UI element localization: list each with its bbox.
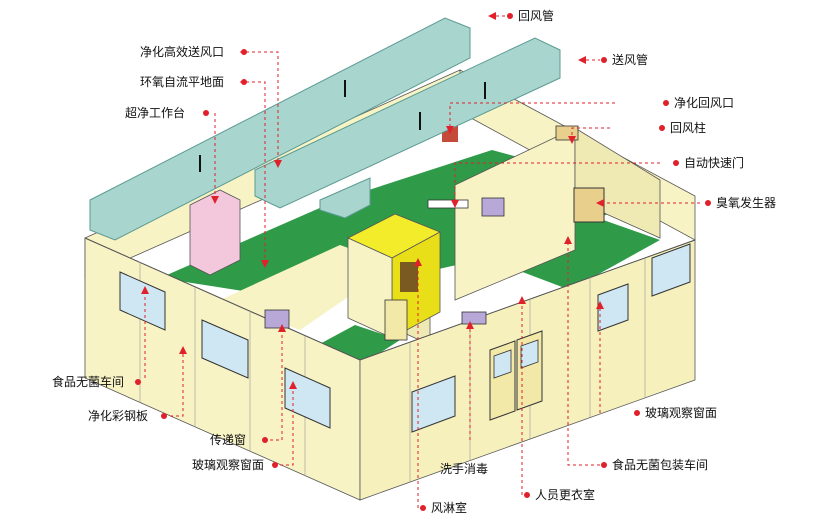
pass-box-2 bbox=[481, 197, 505, 217]
air-shower-panel bbox=[400, 262, 418, 292]
label-ozone-generator: 臭氧发生器 bbox=[716, 196, 777, 210]
label-hand-wash-disinfect: 洗手消毒 bbox=[440, 462, 489, 476]
ozone-generator-box bbox=[573, 187, 605, 223]
label-glass-window-left: 玻璃观察窗面 bbox=[192, 458, 265, 472]
label-hepa-supply-outlet: 净化高效送风口 bbox=[140, 45, 225, 59]
window-right-2 bbox=[597, 283, 629, 332]
leader-lines bbox=[144, 15, 700, 508]
auto-fast-door-bar bbox=[427, 199, 469, 209]
window-right-1 bbox=[411, 375, 456, 433]
return-duct bbox=[89, 17, 471, 241]
window-right-3 bbox=[651, 243, 691, 297]
clean-bench bbox=[189, 189, 241, 276]
label-clean-color-steel-panel: 净化彩钢板 bbox=[88, 409, 149, 423]
label-glass-window-right: 玻璃观察窗面 bbox=[645, 406, 718, 420]
duct-flanges bbox=[199, 80, 486, 172]
window-left-2 bbox=[201, 319, 249, 379]
door-window-l bbox=[493, 349, 512, 379]
interior-wall-right bbox=[574, 127, 661, 239]
interior-door bbox=[384, 299, 408, 341]
label-food-aseptic-workshop: 食品无菌车间 bbox=[52, 375, 125, 389]
hand-wash-sink bbox=[461, 311, 487, 325]
leader-arrows bbox=[141, 12, 604, 389]
interior-wall-mid bbox=[454, 127, 576, 301]
wall-top-edge bbox=[84, 237, 696, 361]
supply-branch bbox=[319, 177, 371, 219]
window-left-3 bbox=[284, 367, 331, 429]
supply-duct bbox=[254, 37, 561, 209]
label-epoxy-floor: 环氧自流平地面 bbox=[140, 75, 225, 89]
label-clean-bench: 超净工作台 bbox=[125, 106, 186, 120]
label-return-air-outlet: 净化回风口 bbox=[674, 96, 735, 110]
label-return-air-duct: 回风管 bbox=[518, 9, 555, 23]
window-left-1 bbox=[119, 271, 166, 331]
label-auto-fast-door: 自动快速门 bbox=[684, 156, 745, 170]
label-food-aseptic-packaging: 食品无菌包装车间 bbox=[612, 458, 709, 472]
label-staff-changing-room: 人员更衣室 bbox=[535, 488, 596, 502]
pass-box-1 bbox=[264, 309, 290, 329]
label-air-shower: 风淋室 bbox=[431, 501, 468, 515]
label-return-air-column: 回风柱 bbox=[670, 121, 707, 135]
door-window-r bbox=[520, 339, 539, 369]
label-supply-air-duct: 送风管 bbox=[612, 53, 649, 67]
label-pass-box: 传递窗 bbox=[210, 433, 247, 447]
leader-dots bbox=[135, 13, 711, 511]
